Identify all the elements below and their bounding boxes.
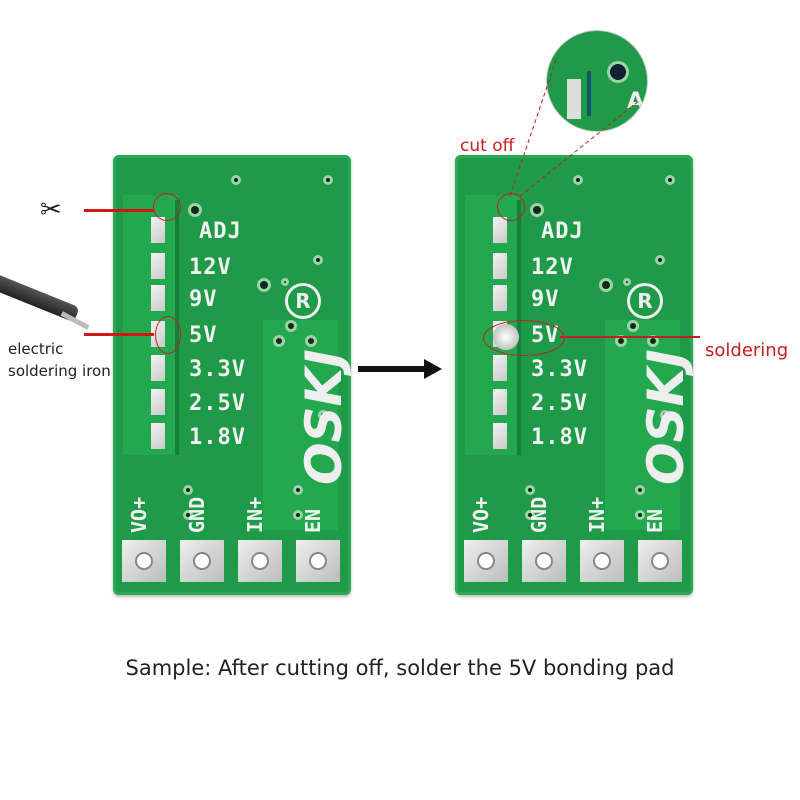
- cut-circle: [153, 193, 181, 221]
- via-hole: [665, 175, 675, 185]
- bonding-pad: [151, 217, 165, 243]
- bonding-pad: [151, 355, 165, 381]
- terminal-pad: [238, 540, 282, 582]
- terminal-pad: [464, 540, 508, 582]
- via-hole: [623, 278, 631, 286]
- via-hole: [323, 175, 333, 185]
- cut-arrow: [84, 209, 154, 212]
- iron-label-line1: electric: [8, 340, 64, 358]
- via-hole: [281, 278, 289, 286]
- inset-line-right: [519, 99, 641, 197]
- soldering-label: soldering: [705, 340, 789, 361]
- via-hole: [183, 485, 193, 495]
- via-hole: [257, 278, 271, 292]
- via-hole: [525, 485, 535, 495]
- terminal-pad: [180, 540, 224, 582]
- voltage-label: 1.8V: [531, 425, 588, 450]
- bonding-pad: [151, 253, 165, 279]
- scissors-icon: ✂: [40, 195, 62, 225]
- via-hole: [273, 335, 285, 347]
- solder-arrow: [84, 333, 154, 336]
- cut-off-circle: [497, 193, 525, 221]
- inset-letter: A: [627, 89, 645, 114]
- terminal-pad: [638, 540, 682, 582]
- terminal-pad: [580, 540, 624, 582]
- via-hole: [231, 175, 241, 185]
- transition-arrow-head: [424, 359, 442, 379]
- bonding-pad: [493, 285, 507, 311]
- voltage-label: 9V: [531, 287, 560, 312]
- bonding-pad: [493, 217, 507, 243]
- registered-mark: R: [627, 283, 663, 319]
- voltage-label: 12V: [189, 255, 232, 280]
- via-hole: [183, 510, 193, 520]
- via-hole: [635, 510, 645, 520]
- voltage-label: 1.8V: [189, 425, 246, 450]
- iron-label-line2: soldering iron: [8, 362, 111, 380]
- cut-off-label: cut off: [460, 136, 515, 156]
- soldering-circle: [483, 320, 565, 356]
- bonding-pad: [493, 389, 507, 415]
- via-hole: [293, 510, 303, 520]
- inset-cut-track: [587, 71, 591, 116]
- bonding-pad: [151, 423, 165, 449]
- registered-mark: R: [285, 283, 321, 319]
- voltage-label: 2.5V: [531, 391, 588, 416]
- terminal-pad: [522, 540, 566, 582]
- bonding-pad: [493, 355, 507, 381]
- voltage-label: 5V: [189, 323, 218, 348]
- via-hole: [525, 510, 535, 520]
- via-hole: [188, 203, 202, 217]
- bonding-pad: [493, 423, 507, 449]
- inset-hole: [607, 61, 629, 83]
- inset-pad: [567, 79, 581, 119]
- terminal-pad: [122, 540, 166, 582]
- via-hole: [313, 255, 323, 265]
- via-hole: [655, 255, 665, 265]
- via-hole: [660, 410, 670, 420]
- solder-blob: [493, 324, 519, 350]
- solder-circle: [155, 316, 181, 354]
- voltage-label: 9V: [189, 287, 218, 312]
- via-hole: [305, 335, 317, 347]
- via-hole: [285, 320, 297, 332]
- bonding-pad: [151, 285, 165, 311]
- caption: Sample: After cutting off, solder the 5V…: [125, 656, 675, 680]
- via-hole: [627, 320, 639, 332]
- via-hole: [530, 203, 544, 217]
- voltage-label: ADJ: [199, 219, 242, 244]
- bonding-pad: [151, 389, 165, 415]
- via-hole: [573, 175, 583, 185]
- inset-line-left: [509, 59, 557, 197]
- voltage-label: ADJ: [541, 219, 584, 244]
- bonding-pad: [493, 253, 507, 279]
- voltage-label: 2.5V: [189, 391, 246, 416]
- copper-pour-right: [605, 320, 680, 530]
- terminal-pad: [296, 540, 340, 582]
- via-hole: [293, 485, 303, 495]
- via-hole: [599, 278, 613, 292]
- transition-arrow-shaft: [358, 366, 428, 372]
- voltage-label: 3.3V: [531, 357, 588, 382]
- via-hole: [635, 485, 645, 495]
- voltage-label: 3.3V: [189, 357, 246, 382]
- via-hole: [318, 410, 328, 420]
- voltage-label: 12V: [531, 255, 574, 280]
- zoom-inset: A: [546, 30, 648, 132]
- copper-pour-right: [263, 320, 338, 530]
